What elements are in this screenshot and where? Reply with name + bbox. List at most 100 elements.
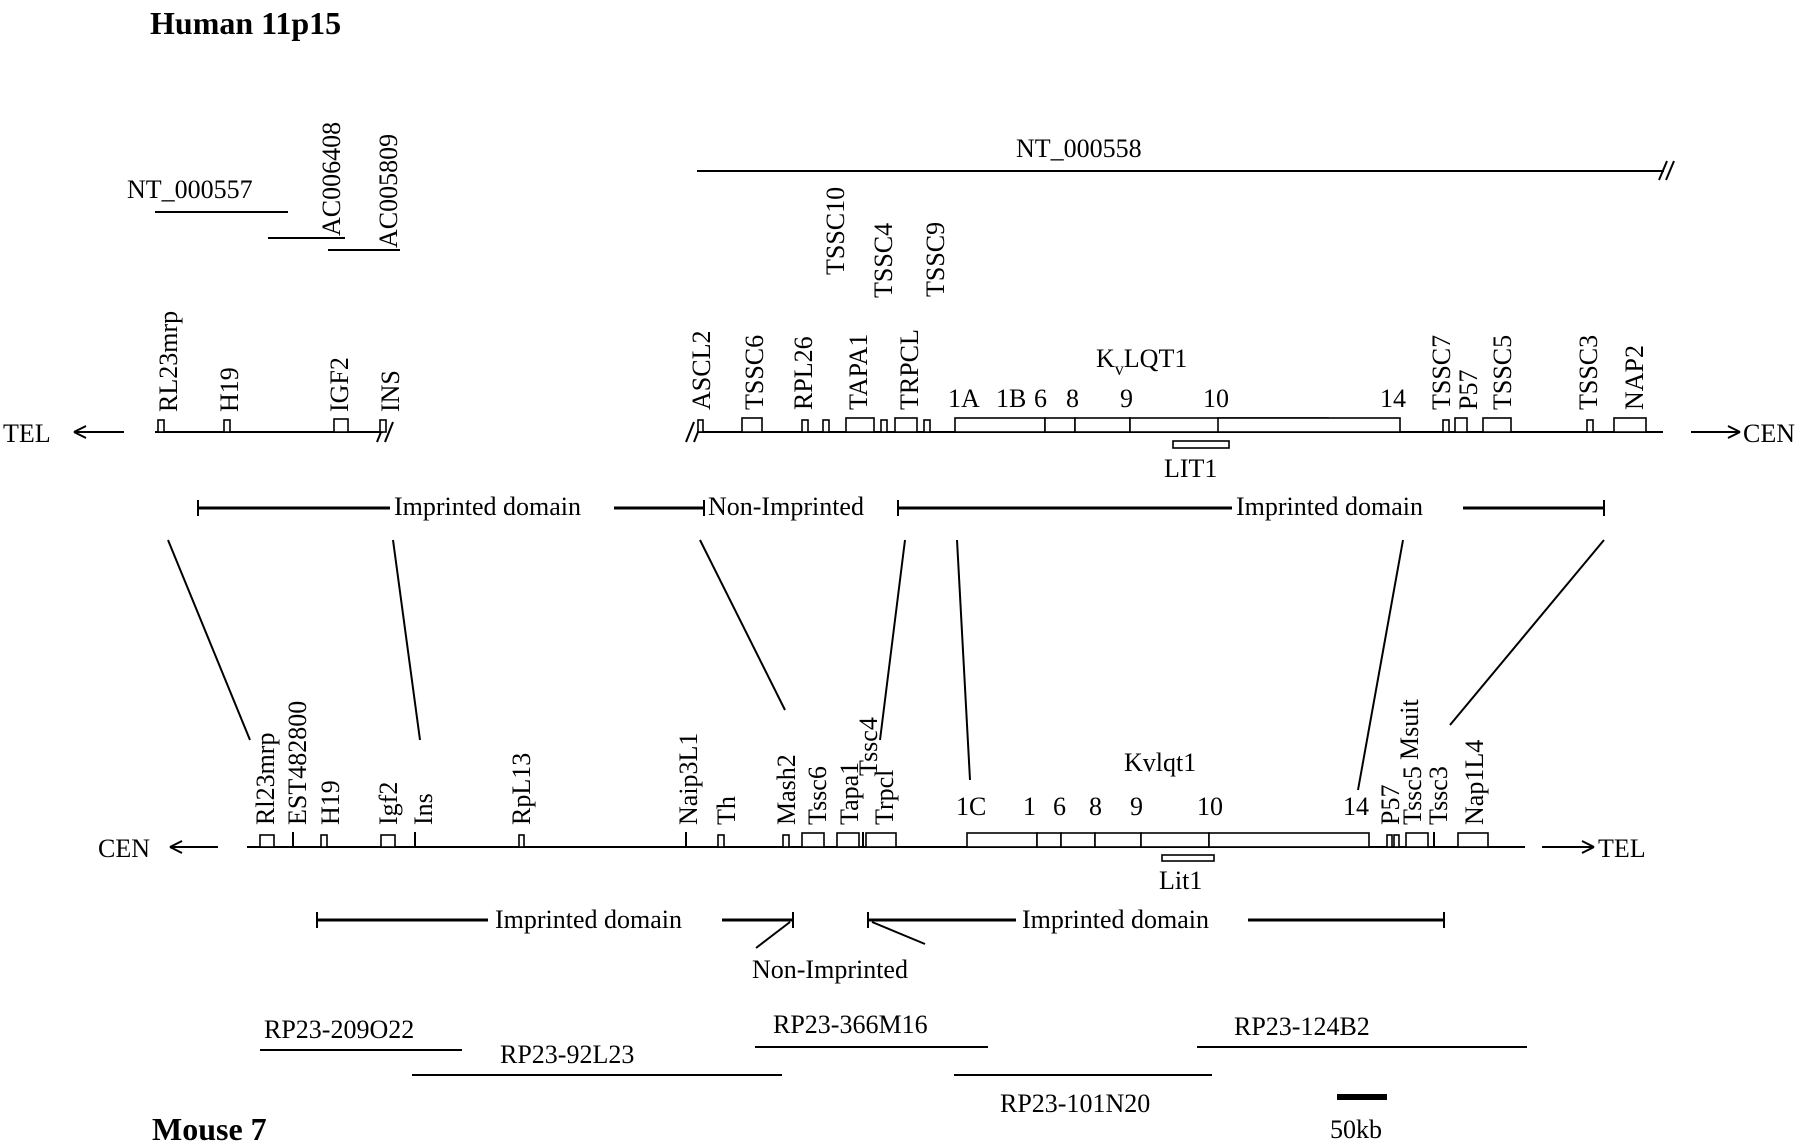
gene-label: INS <box>376 370 405 412</box>
arrow-left-icon <box>169 840 183 854</box>
gene-label: Tssc3 <box>1424 766 1453 825</box>
mouse-cen-label: CEN <box>98 834 150 863</box>
exon-label: 1 <box>1023 792 1036 821</box>
gene-label: Tssc5 <box>1398 766 1427 825</box>
gene-box <box>1442 419 1450 433</box>
contig-nt000557: NT_000557 <box>127 175 253 204</box>
bac-label: RP23-101N20 <box>1000 1089 1150 1118</box>
gene-label: TSSC10 <box>821 187 850 275</box>
exon-label: 10 <box>1197 792 1223 821</box>
gene-box <box>1454 417 1468 433</box>
gene-box <box>801 419 809 433</box>
exon-label: 8 <box>1066 384 1079 413</box>
gene-label: RPL26 <box>789 336 818 410</box>
gene-box <box>223 419 231 433</box>
gene-box <box>741 417 763 433</box>
gene-label: P57 <box>1454 370 1483 410</box>
gene-label: P57 <box>1376 785 1405 825</box>
gene-label: TSSC4 <box>869 223 898 298</box>
lit1-label: Lit1 <box>1159 866 1202 895</box>
scale-label: 50kb <box>1330 1115 1382 1144</box>
gene-box <box>320 834 328 848</box>
gene-box <box>801 832 825 848</box>
domain-label: Imprinted domain <box>495 905 682 934</box>
exon-label: 1C <box>956 792 986 821</box>
exon-label: 1B <box>996 384 1026 413</box>
gene-box <box>1457 832 1489 848</box>
gene-label: TSSC5 <box>1488 335 1517 410</box>
gene-label: Trpcl <box>870 770 899 825</box>
human-contigs: NT_000557 AC006408 AC005809 NT_000558 <box>127 122 1675 251</box>
gene-box <box>923 419 931 433</box>
gene-box <box>894 417 918 433</box>
arrow-right-icon <box>1727 425 1741 439</box>
kvlqt1-exons <box>954 417 1401 433</box>
title-human: Human 11p15 <box>150 5 341 41</box>
domain-label: Non-Imprinted <box>752 955 908 984</box>
human-tel-label: TEL <box>3 419 51 448</box>
gene-label: Tssc4 <box>854 717 883 776</box>
gene-label: IGF2 <box>325 357 354 412</box>
bac-label: RP23-366M16 <box>773 1010 928 1039</box>
bac-label: RP23-209O22 <box>264 1015 414 1044</box>
bac-clones: RP23-209O22 RP23-92L23 RP23-366M16 RP23-… <box>260 1010 1527 1118</box>
homology-connectors <box>167 539 1605 791</box>
break-mark <box>1665 160 1675 181</box>
exon-label: 14 <box>1343 792 1369 821</box>
gene-box <box>380 834 396 848</box>
arrow-left-icon <box>73 425 87 439</box>
arrow-right-icon <box>1581 840 1595 854</box>
gene-box <box>1386 834 1393 848</box>
exon-label: 8 <box>1089 792 1102 821</box>
gene-label: RpL13 <box>507 753 536 825</box>
bac-label: RP23-92L23 <box>500 1040 634 1069</box>
gene-label: H19 <box>316 780 345 825</box>
gene-label: Mash2 <box>772 754 801 825</box>
exon-label: 6 <box>1053 792 1066 821</box>
contig-nt000558: NT_000558 <box>1016 134 1142 163</box>
gene-box <box>836 832 860 848</box>
gene-label: TSSC7 <box>1427 335 1456 410</box>
lit1-box <box>1161 854 1215 862</box>
mouse-tel-label: TEL <box>1598 834 1646 863</box>
gene-label: Nap1L4 <box>1460 740 1489 825</box>
mouse-kvlqt1-exons <box>966 832 1370 848</box>
contig-ac006408: AC006408 <box>317 122 346 236</box>
bac-label: RP23-124B2 <box>1234 1012 1370 1041</box>
gene-box <box>717 834 725 848</box>
break-mark <box>384 421 394 443</box>
contig-ac005809: AC005809 <box>374 134 403 248</box>
break-mark <box>1658 160 1668 181</box>
gene-label: ASCL2 <box>687 331 716 410</box>
gene-box <box>157 419 165 433</box>
domain-label: Imprinted domain <box>394 492 581 521</box>
gene-box <box>865 832 897 848</box>
gene-label: TSSC3 <box>1574 335 1603 410</box>
gene-box <box>1586 419 1594 433</box>
gene-label: Tapa1 <box>835 762 864 825</box>
exon-label: 10 <box>1203 384 1229 413</box>
human-cen-label: CEN <box>1743 419 1795 448</box>
gene-label: H19 <box>215 367 244 412</box>
domain-label: Imprinted domain <box>1236 492 1423 521</box>
domain-label: Non-Imprinted <box>708 492 864 521</box>
gene-box <box>1405 832 1429 848</box>
gene-label: EST482800 <box>283 701 312 825</box>
gene-box <box>1613 417 1647 433</box>
gene-box <box>333 418 349 433</box>
gene-box <box>880 419 888 433</box>
gene-label: Naip3L1 <box>674 733 703 825</box>
gene-label: NAP2 <box>1620 345 1649 410</box>
exon-label: 1A <box>948 384 980 413</box>
gene-label: Th <box>712 796 741 825</box>
gene-box <box>697 419 704 433</box>
gene-box <box>782 834 790 848</box>
gene-box <box>845 417 875 433</box>
gene-label: Igf2 <box>374 782 403 825</box>
exon-label: 6 <box>1034 384 1047 413</box>
gene-label: TSSC9 <box>921 222 950 297</box>
exon-label: 9 <box>1120 384 1133 413</box>
mouse-domains: Imprinted domain Non-Imprinted Imprinted… <box>316 905 1445 984</box>
gene-box <box>379 419 387 433</box>
